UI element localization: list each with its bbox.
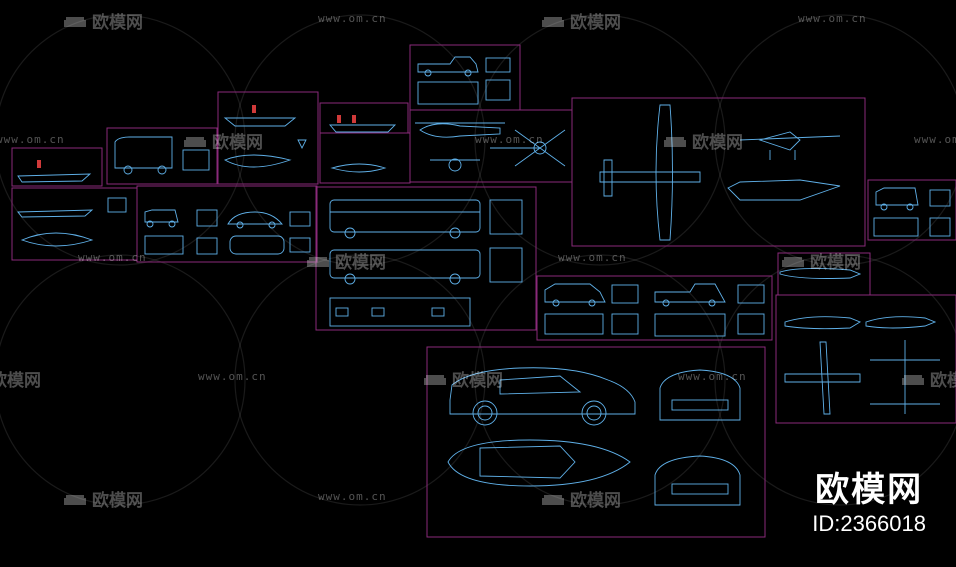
watermark-logo: 欧模网 [305, 248, 386, 273]
watermark-logo: 欧模网 [62, 8, 143, 33]
sofa-icon [662, 134, 688, 148]
sofa-icon [540, 492, 566, 506]
watermark-url: www.om.cn [798, 12, 867, 25]
watermark-logo: 欧模网 [422, 366, 503, 391]
watermark-logo: 欧模网 [900, 366, 956, 391]
watermark-url: www.om.cn [475, 133, 544, 146]
watermark-url: www.om.cn [198, 370, 267, 383]
watermark-circles [0, 14, 956, 506]
sofa-icon [62, 14, 88, 28]
watermark-logo: 欧模网 [780, 248, 861, 273]
sofa-icon [900, 372, 926, 386]
watermark-url: www.om.cn [914, 133, 956, 146]
watermark-url: www.om.cn [78, 251, 147, 264]
watermark-url: www.om.cn [318, 12, 387, 25]
watermark-url: www.om.cn [678, 370, 747, 383]
watermark-url: www.om.cn [0, 133, 65, 146]
watermark-logo: 欧模网 [540, 486, 621, 511]
watermark-logo: 欧模网 [662, 128, 743, 153]
sofa-icon [182, 134, 208, 148]
watermark-logo: 欧模网 [540, 8, 621, 33]
sheet-frames [11, 44, 956, 538]
brand-name: 欧模网 [815, 470, 924, 510]
human-figures [37, 105, 356, 168]
brand-badge: 欧模网 ID:2366018 [812, 470, 926, 538]
watermark-logo: 欧模网 [0, 371, 41, 391]
watermark-logo: 欧模网 [182, 128, 263, 153]
watermark-logo: 欧模网 [62, 486, 143, 511]
vehicle-linework [17, 56, 951, 506]
sofa-icon [422, 372, 448, 386]
sofa-icon [780, 254, 806, 268]
watermark-url: www.om.cn [558, 251, 627, 264]
asset-id: ID:2366018 [812, 511, 926, 536]
sofa-icon [62, 492, 88, 506]
watermark-url: www.om.cn [318, 490, 387, 503]
sofa-icon [305, 254, 331, 268]
sofa-icon [540, 14, 566, 28]
